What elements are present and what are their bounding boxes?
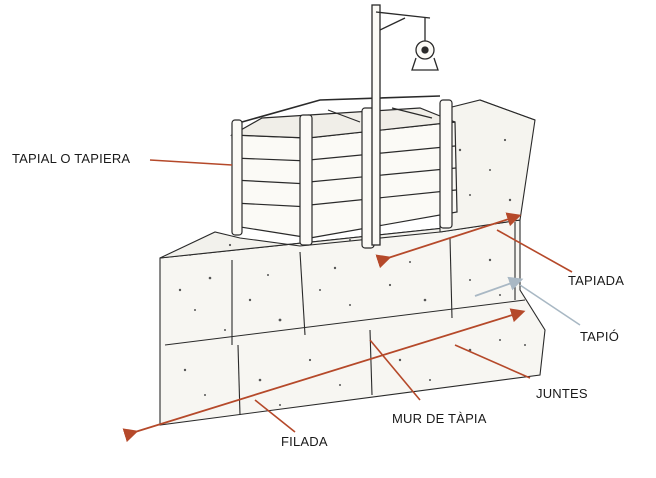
hoist-arm (376, 12, 430, 18)
label-mur: MUR DE TÀPIA (392, 411, 487, 426)
tapial-leader (150, 160, 232, 165)
formwork-post (300, 115, 312, 245)
formwork-end-panel (232, 135, 310, 238)
hoist-mast (372, 5, 380, 245)
formwork-post (232, 120, 242, 235)
label-tapial: TAPIAL O TAPIERA (12, 151, 130, 166)
formwork-post (440, 100, 452, 228)
label-juntes: JUNTES (536, 386, 588, 401)
formwork-box (232, 96, 457, 248)
label-tapiada: TAPIADA (568, 273, 624, 288)
label-tapio: TAPIÓ (580, 329, 619, 344)
label-filada: FILADA (281, 434, 328, 449)
